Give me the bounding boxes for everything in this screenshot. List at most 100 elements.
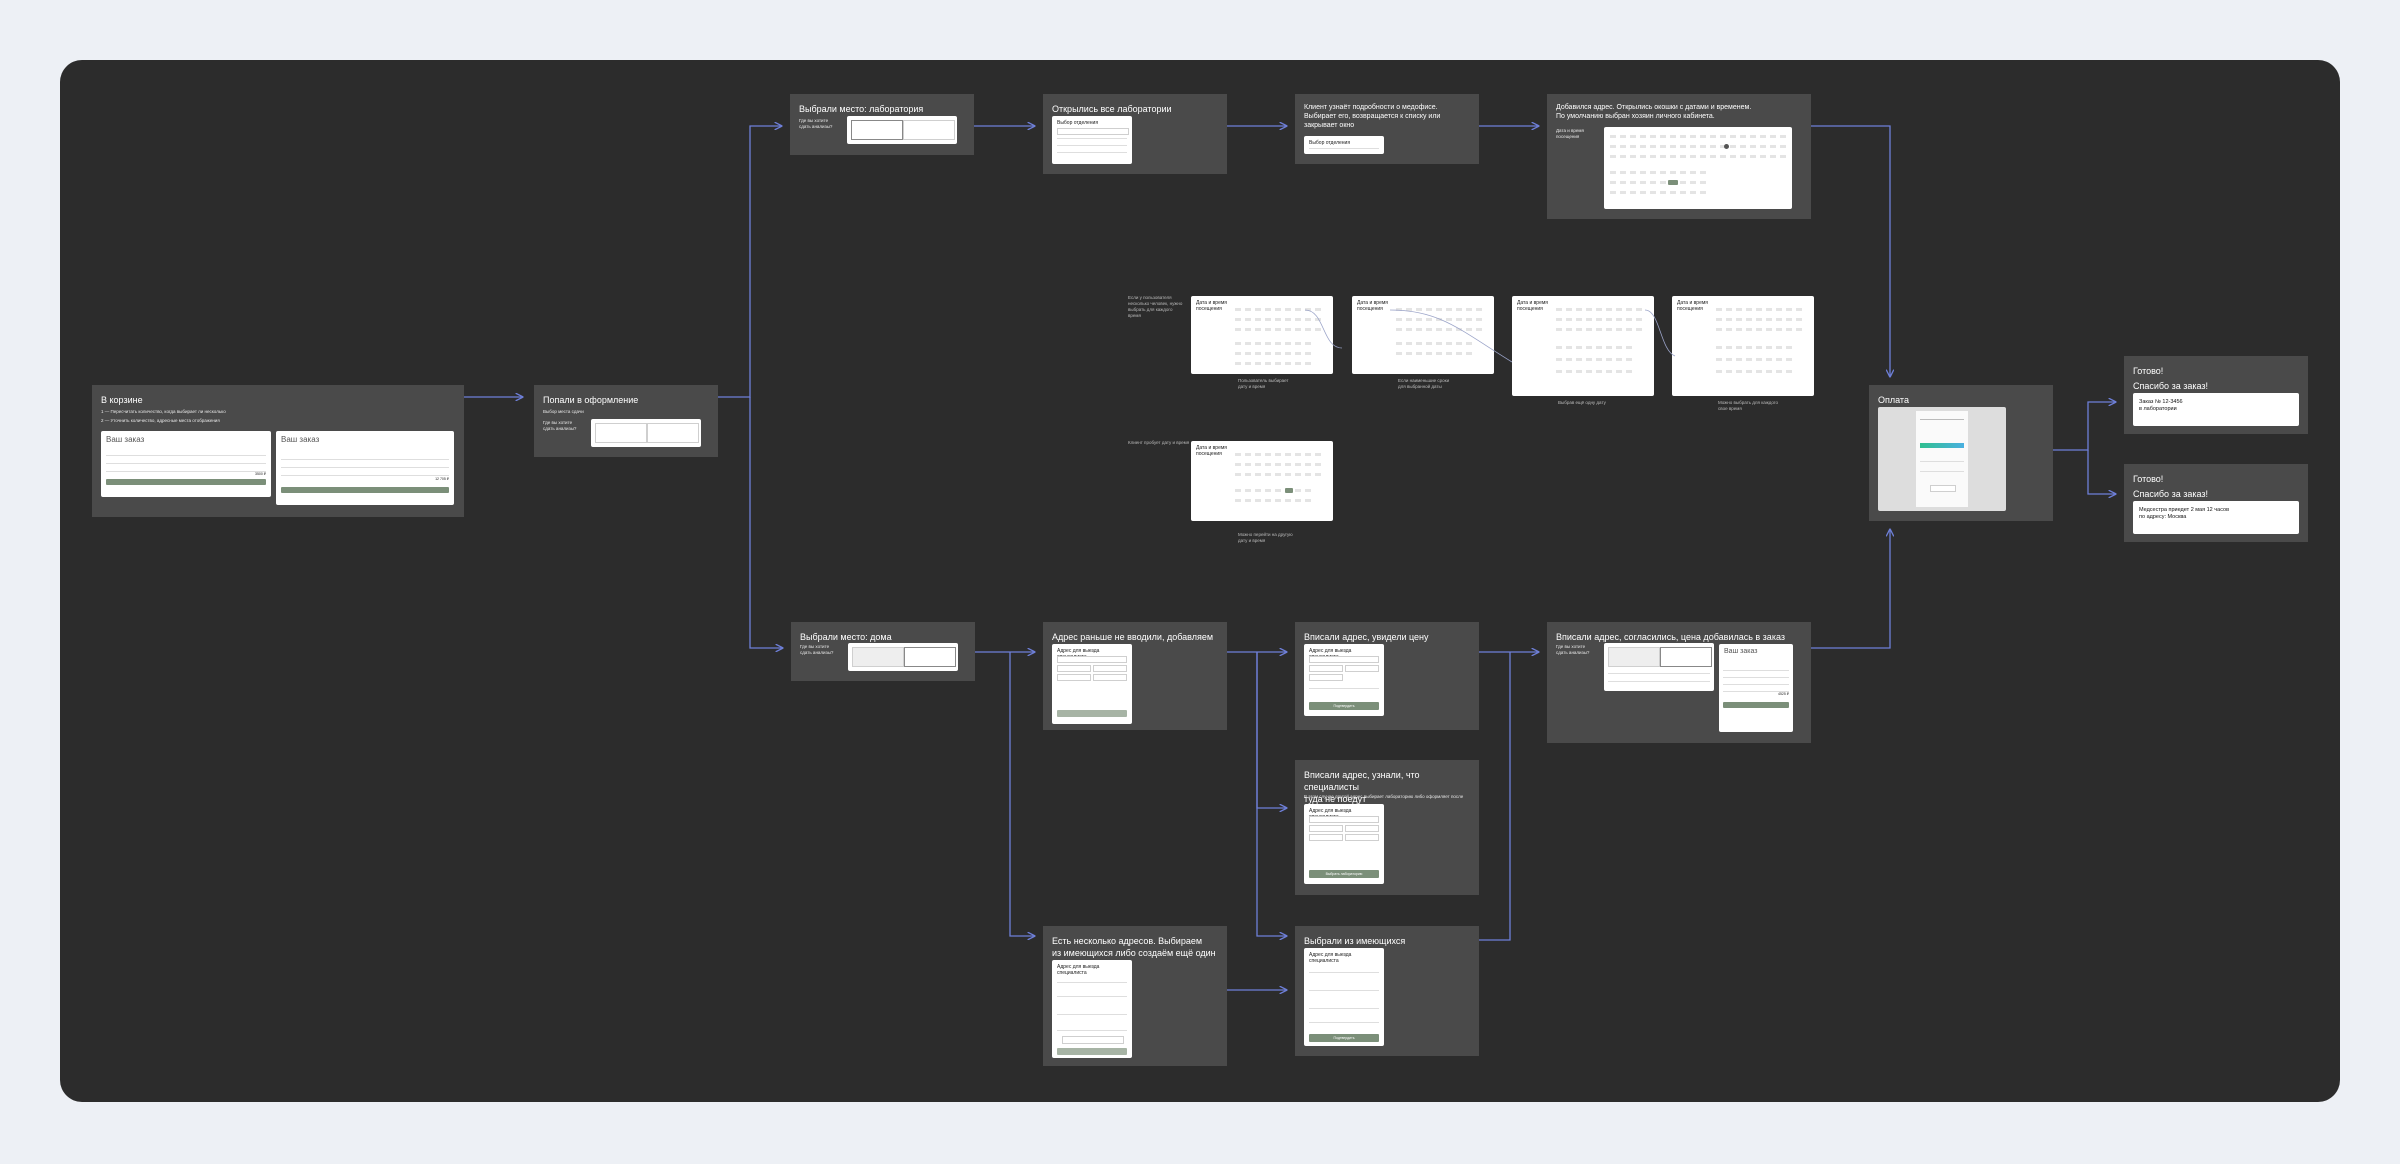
address-form[interactable]: Адрес для выезда специалиста xyxy=(1052,644,1132,724)
calendar-side-note: Клиент пробует дату и время xyxy=(1128,440,1190,445)
order-price: 3500 ₽ xyxy=(255,472,266,476)
confirm-button[interactable]: Подтвердить xyxy=(1309,702,1379,710)
arrow xyxy=(1256,652,1286,936)
frame-note: 2 — Уточнить количество, адресные места … xyxy=(101,418,220,423)
arrow xyxy=(1811,125,1890,376)
card-title: Дата и время посещения xyxy=(1357,300,1389,312)
frame-note: Дата и время посещения xyxy=(1556,128,1584,139)
frame-question: Где вы хотите сдать анализы? xyxy=(799,118,833,129)
checkout-button[interactable] xyxy=(281,487,449,493)
calendar-link xyxy=(1389,309,1513,363)
calendar-caption: Пользователь выбирает дату и время xyxy=(1238,378,1289,389)
payment-widget[interactable] xyxy=(1878,407,2006,511)
order-total: 4525 ₽ xyxy=(1778,692,1789,696)
place-selector[interactable] xyxy=(591,419,701,447)
lab-list-card[interactable]: Выбор отделения xyxy=(1052,116,1132,164)
confirm-button[interactable] xyxy=(1057,1048,1127,1055)
calendar-card[interactable]: Дата и время посещения xyxy=(1191,296,1333,374)
order-card: Ваш заказ 4525 ₽ xyxy=(1719,644,1793,732)
arrow xyxy=(1256,652,1286,808)
frame-subtitle: Спасибо за заказ! xyxy=(2133,381,2208,391)
frame-title: Готово! xyxy=(2133,366,2164,376)
frame-address-agreed[interactable]: Вписали адрес, согласились, цена добавил… xyxy=(1547,622,1811,743)
confirm-button[interactable] xyxy=(1057,710,1127,717)
order-price: 12 705 ₽ xyxy=(435,477,449,481)
frame-title: Попали в оформление xyxy=(543,395,639,405)
frame-lab[interactable]: Выбрали место: лаборатория Где вы хотите… xyxy=(790,94,974,155)
frame-title: Клиент узнаёт подробности о медофисе. Вы… xyxy=(1304,104,1441,129)
calendar-card[interactable]: Дата и время посещения xyxy=(1512,296,1654,396)
frame-all-labs[interactable]: Открылись все лаборатории Выбор отделени… xyxy=(1043,94,1227,174)
place-selector[interactable] xyxy=(848,643,958,671)
frame-cart[interactable]: В корзине 1 — Пересчитать количество, ко… xyxy=(92,385,464,517)
done-card: Медсестра приедет 2 мая 12 часов по адре… xyxy=(2133,501,2299,534)
calendar-card[interactable]: Дата и время посещения xyxy=(1191,441,1333,521)
calendar-caption: Можно перейти на другую дату и время xyxy=(1238,532,1293,543)
frame-address-many[interactable]: Есть несколько адресов. Выбираем из имею… xyxy=(1043,926,1227,1066)
arrow xyxy=(718,126,781,398)
done-card-text: Медсестра приедет 2 мая 12 часов по адре… xyxy=(2139,507,2229,520)
frame-date-time[interactable]: Добавился адрес. Открылись окошки с дата… xyxy=(1547,94,1811,219)
place-selector[interactable] xyxy=(847,116,957,144)
frame-title: Выбрали из имеющихся xyxy=(1304,936,1406,946)
frame-title: Открылись все лаборатории xyxy=(1052,104,1172,114)
frame-checkout[interactable]: Попали в оформление Выбор места сдачи Гд… xyxy=(534,385,718,457)
frame-title: Адрес раньше не вводили, добавляем xyxy=(1052,632,1214,642)
frame-title: Вписали адрес, согласились, цена добавил… xyxy=(1556,632,1785,642)
frame-payment[interactable]: Оплата xyxy=(1869,385,2053,521)
frame-address-price[interactable]: Вписали адрес, увидели цену Адрес для вы… xyxy=(1295,622,1479,730)
calendar-card[interactable]: Дата и время посещения xyxy=(1672,296,1814,396)
calendar-link xyxy=(1304,309,1343,349)
arrow xyxy=(1811,530,1890,649)
frame-done-home[interactable]: Готово! Спасибо за заказ! Медсестра прие… xyxy=(2124,464,2308,542)
address-form[interactable]: Адрес для выезда специалиста Выбрать лаб… xyxy=(1304,804,1384,884)
flow-connectors xyxy=(464,60,2340,1102)
frame-address-unavailable[interactable]: Вписали адрес, узнали, что специалисты т… xyxy=(1295,760,1479,895)
card-title: Выбор отделения xyxy=(1309,140,1351,146)
selected-slot[interactable] xyxy=(1285,488,1293,493)
calendar-card[interactable] xyxy=(1604,127,1792,209)
flow-board: В корзине 1 — Пересчитать количество, ко… xyxy=(60,60,2340,1102)
calendar-caption: Можно выбрать для каждого свое время xyxy=(1718,400,1778,411)
frame-title: Готово! xyxy=(2133,474,2164,484)
frame-title: Добавился адрес. Открылись окошки с дата… xyxy=(1556,104,1752,120)
card-title: Дата и время посещения xyxy=(1517,300,1549,312)
calendar-card[interactable]: Дата и время посещения xyxy=(1352,296,1494,374)
confirm-button[interactable]: Подтвердить xyxy=(1309,1034,1379,1042)
calendar-caption: Если наименьшие сроки для выбранной даты xyxy=(1398,378,1450,389)
lab-detail-card[interactable]: Выбор отделения xyxy=(1304,136,1384,154)
address-form[interactable]: Адрес для выезда специалиста Подтвердить xyxy=(1304,644,1384,716)
order-title: Ваш заказ xyxy=(1724,648,1758,655)
order-title: Ваш заказ xyxy=(106,435,145,444)
calendar-caption: Выбрав ещё одну дату xyxy=(1558,400,1606,405)
address-list[interactable]: Адрес для выезда специалиста xyxy=(1052,960,1132,1058)
card-title: Адрес для выезда специалиста xyxy=(1057,964,1100,976)
frame-title: Есть несколько адресов. Выбираем из имею… xyxy=(1052,936,1216,958)
frame-title: Оплата xyxy=(1878,395,1909,405)
arrow xyxy=(2087,450,2115,494)
frame-question: Где вы хотите сдать анализы? xyxy=(543,420,577,431)
order-card: Ваш заказ 3500 ₽ xyxy=(101,431,271,497)
frame-note: 1 — Пересчитать количество, когда выбира… xyxy=(101,409,226,414)
address-list[interactable]: Адрес для выезда специалиста Подтвердить xyxy=(1304,948,1384,1046)
order-card: Ваш заказ 12 705 ₽ xyxy=(276,431,454,505)
arrow xyxy=(749,397,782,648)
pay-button[interactable] xyxy=(1723,702,1789,708)
calendar-side-note: Если у пользователя несколько человек, н… xyxy=(1128,295,1183,318)
frame-title: Вписали адрес, узнали, что специалисты т… xyxy=(1304,770,1420,804)
arrow xyxy=(1009,652,1034,936)
done-card: Заказ № 12-3456 в лаборатории xyxy=(2133,393,2299,426)
frame-home[interactable]: Выбрали место: дома Где вы хотите сдать … xyxy=(791,622,975,681)
frame-address-new[interactable]: Адрес раньше не вводили, добавляем Адрес… xyxy=(1043,622,1227,730)
place-selector[interactable] xyxy=(1604,643,1714,691)
frame-done-lab[interactable]: Готово! Спасибо за заказ! Заказ № 12-345… xyxy=(2124,356,2308,434)
card-title: Адрес для выезда специалиста xyxy=(1309,952,1352,964)
arrow xyxy=(2053,402,2115,451)
selected-slot[interactable] xyxy=(1668,180,1678,185)
frame-note: В этом случае другой адрес выбирает лабо… xyxy=(1304,794,1464,799)
frame-client-learns[interactable]: Клиент узнаёт подробности о медофисе. Вы… xyxy=(1295,94,1479,164)
choose-lab-button[interactable]: Выбрать лабораторию xyxy=(1309,870,1379,878)
checkout-button[interactable] xyxy=(106,479,266,485)
frame-address-pick[interactable]: Выбрали из имеющихся Адрес для выезда сп… xyxy=(1295,926,1479,1056)
selected-day[interactable] xyxy=(1724,144,1729,149)
